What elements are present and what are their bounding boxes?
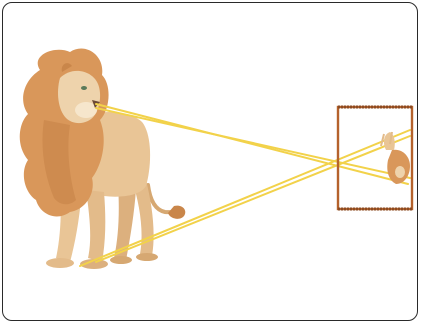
inverted-lion-body [384,132,395,150]
lion-paw [46,258,74,268]
lion-paw [110,256,132,264]
lion-tail-tuft [168,206,185,219]
lion-front-leg-2 [86,190,105,262]
inverted-lion-face [395,166,405,178]
lion-paw [136,253,158,261]
lion-eye [81,86,87,90]
pinhole-camera-box [338,107,412,209]
inverted-lion-image [381,132,410,184]
